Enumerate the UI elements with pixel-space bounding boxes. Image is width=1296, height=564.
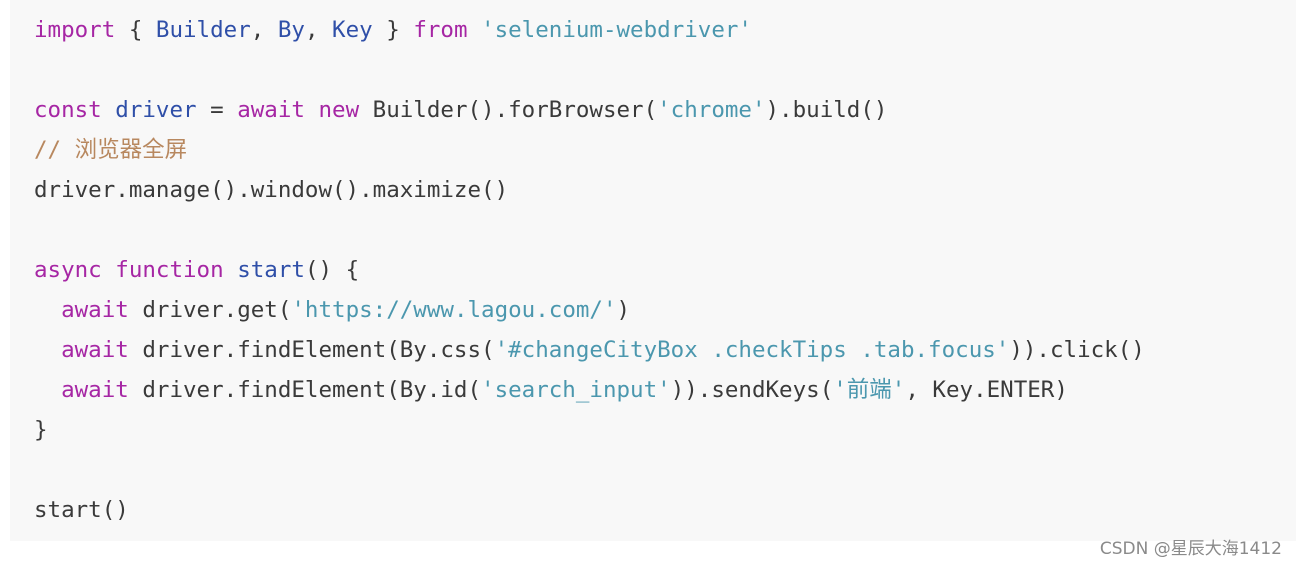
code-token-plain: , [250, 17, 278, 43]
code-block: import { Builder, By, Key } from 'seleni… [34, 10, 1145, 530]
code-token-plain: ) [616, 297, 631, 323]
code-token-plain [468, 17, 482, 43]
code-token-keyword: async [34, 257, 102, 283]
code-token-string: 'search_input' [481, 377, 671, 403]
code-token-string: 'chrome' [657, 97, 766, 123]
code-token-identifier: driver [115, 97, 197, 123]
code-token-identifier: start [237, 257, 305, 283]
code-token-plain: } [372, 17, 414, 43]
code-token-string: '#changeCityBox .checkTips .tab.focus' [494, 337, 1010, 363]
code-token-keyword: import [34, 17, 116, 43]
code-token-plain: )).click() [1009, 337, 1145, 363]
code-line: import { Builder, By, Key } from 'seleni… [34, 10, 1145, 50]
code-token-keyword: const [34, 97, 102, 123]
code-token-identifier: Builder [155, 17, 251, 43]
code-token-plain: driver.findElement(By.id( [128, 377, 482, 403]
code-token-plain: { [115, 17, 156, 43]
code-token-plain: = [196, 97, 238, 123]
code-token-plain [305, 97, 319, 123]
code-token-identifier: By [277, 17, 305, 43]
code-token-plain: , Key.ENTER) [905, 377, 1068, 403]
code-token-keyword: function [115, 257, 224, 283]
code-line: await driver.get('https://www.lagou.com/… [34, 290, 1145, 330]
code-token-identifier: Key [332, 17, 373, 43]
code-token-keyword: from [413, 17, 468, 43]
code-token-keyword: await [61, 337, 129, 363]
code-token-plain: ).build() [765, 97, 888, 123]
code-token-plain: driver.manage().window().maximize() [34, 177, 509, 203]
code-token-plain [34, 337, 61, 363]
code-line: await driver.findElement(By.id('search_i… [34, 370, 1145, 410]
code-token-plain [34, 297, 61, 323]
code-line: await driver.findElement(By.css('#change… [34, 330, 1145, 370]
code-line [34, 50, 1145, 90]
code-token-keyword: await [61, 377, 129, 403]
code-token-plain: Builder().forBrowser( [359, 97, 658, 123]
code-token-keyword: new [318, 97, 360, 123]
code-token-comment: // 浏览器全屏 [34, 137, 188, 163]
code-token-keyword: await [61, 297, 129, 323]
code-line: start() [34, 490, 1145, 530]
code-line [34, 210, 1145, 250]
code-token-string: 'https://www.lagou.com/' [291, 297, 617, 323]
code-token-plain [102, 257, 116, 283]
code-token-plain: )).sendKeys( [670, 377, 834, 403]
csdn-watermark: CSDN @星辰大海1412 [1099, 539, 1282, 559]
code-snippet-panel: import { Builder, By, Key } from 'seleni… [10, 0, 1296, 541]
code-token-plain: driver.findElement(By.css( [128, 337, 495, 363]
code-line: async function start() { [34, 250, 1145, 290]
code-token-plain [34, 377, 61, 403]
code-token-plain [224, 257, 238, 283]
code-token-string: '前端' [833, 377, 906, 403]
code-line: driver.manage().window().maximize() [34, 170, 1145, 210]
code-line: // 浏览器全屏 [34, 130, 1145, 170]
code-token-plain: start() [34, 497, 129, 523]
code-line: } [34, 410, 1145, 450]
code-line [34, 450, 1145, 490]
code-token-plain: } [34, 417, 48, 443]
code-token-plain: , [304, 17, 333, 43]
code-token-plain: () { [304, 257, 360, 283]
code-token-plain: driver.get( [128, 297, 292, 323]
code-token-keyword: await [237, 97, 305, 123]
code-token-plain [102, 97, 116, 123]
code-token-string: 'selenium-webdriver' [481, 17, 752, 43]
code-line: const driver = await new Builder().forBr… [34, 90, 1145, 130]
